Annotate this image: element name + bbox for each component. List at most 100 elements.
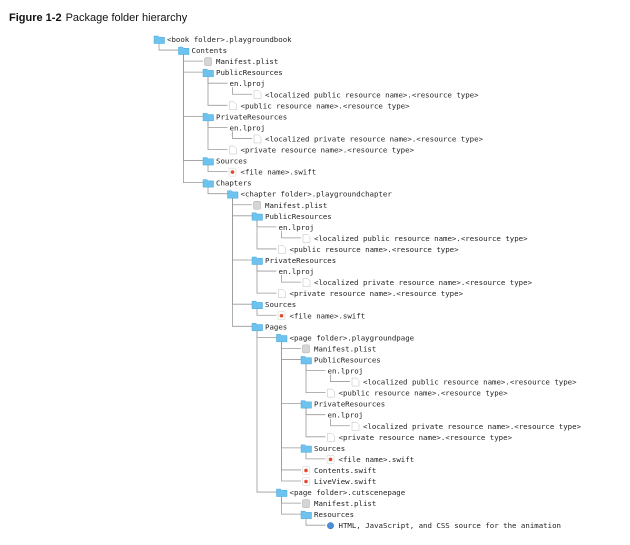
file-icon [302, 278, 311, 287]
connector-line [232, 197, 252, 327]
connector-line [330, 374, 350, 382]
folder-icon [300, 356, 312, 365]
tree-node-label: PublicResources [265, 212, 332, 221]
folder-icon [300, 444, 312, 453]
connector-line [183, 54, 203, 62]
tree-node-label: <public resource name>.<resource type> [241, 101, 411, 110]
folder-icon [202, 157, 214, 166]
connector-line [305, 363, 326, 371]
connector-line [256, 264, 277, 294]
figure-number: Figure 1-2 [9, 12, 62, 24]
folder-icon [178, 46, 190, 55]
figure-title: Package folder hierarchy [65, 12, 188, 24]
connector-line [305, 407, 326, 438]
tree-node-label: <file name>.swift [290, 311, 366, 320]
connector-line [232, 131, 252, 139]
folder-icon [227, 190, 239, 199]
tree-node-label: <localized public resource name>.<resour… [314, 234, 528, 243]
connector-line [158, 43, 179, 51]
tree-node-label: <private resource name>.<resource type> [290, 289, 464, 298]
file-icon [278, 289, 286, 298]
tree-node-label: Contents.swift [314, 466, 376, 475]
connector-line [256, 219, 277, 250]
connector-line [183, 54, 203, 184]
connector-line [281, 341, 301, 449]
connector-line [256, 264, 277, 272]
connector-line [281, 496, 301, 504]
tree-node-label: <public resource name>.<resource type> [290, 245, 460, 254]
file-icon [327, 433, 335, 442]
folder-icon [251, 323, 263, 332]
file-icon [278, 245, 286, 254]
plist-icon [253, 201, 261, 210]
tree-node-label: <public resource name>.<resource type> [339, 389, 509, 398]
folder-icon [202, 113, 214, 122]
tree-node-label: PrivateResources [314, 400, 385, 409]
connector-line [256, 330, 277, 338]
tree-node-label: PublicResources [314, 355, 381, 364]
connector-line [281, 341, 301, 405]
connector-line [207, 186, 228, 195]
plist-icon [302, 344, 310, 354]
folder-icon [300, 510, 312, 519]
folder-icon [251, 256, 263, 265]
tree-node-label: LiveView.swift [314, 477, 376, 486]
tree-node-label: PrivateResources [265, 256, 336, 265]
connector-line [207, 76, 228, 84]
tree-node-label: Manifest.plist [216, 57, 278, 66]
connector-line [207, 164, 228, 172]
connector-line [232, 197, 252, 217]
connector-line [305, 518, 326, 526]
connector-line [281, 275, 301, 283]
connector-line [207, 120, 228, 128]
plist-icon [302, 499, 310, 508]
tree-node-label: en.lproj [328, 411, 364, 420]
tree-node-label: en.lproj [328, 367, 364, 376]
swift-icon-mark [304, 479, 308, 484]
tree-node-label: <localized public resource name>.<resour… [363, 378, 577, 387]
folder-icon [251, 300, 263, 309]
tree-node-label: en.lproj [279, 223, 315, 232]
swift-icon-mark [230, 170, 235, 174]
tree-node-label: Sources [314, 444, 345, 453]
file-icon [351, 377, 360, 387]
connector-line [207, 76, 228, 106]
tree-node-label: <file name>.swift [339, 455, 415, 464]
swift-icon-mark [328, 457, 333, 462]
tree-node-label: Manifest.plist [265, 201, 327, 210]
tree-node-label: Pages [265, 322, 287, 331]
folder-icon [300, 400, 312, 409]
connector-line [232, 197, 252, 261]
file-icon [229, 101, 237, 111]
connector-line [232, 197, 252, 305]
connector-line [305, 451, 326, 460]
folder-icon [153, 35, 165, 44]
connector-line [281, 341, 301, 471]
connector-line [305, 407, 326, 416]
tree-node-label: <localized public resource name>.<resour… [265, 90, 479, 99]
folder-icon [276, 334, 288, 343]
connector-line [183, 54, 203, 161]
file-icon [327, 388, 335, 398]
connector-line [256, 308, 277, 316]
connector-line [183, 54, 203, 73]
tree-node-label: Chapters [216, 179, 252, 188]
tree-node-label: Resources [314, 510, 354, 519]
tree-node-label: <localized private resource name>.<resou… [363, 422, 582, 431]
tree-node-label: en.lproj [230, 79, 266, 88]
file-icon [253, 134, 262, 144]
file-icon [229, 145, 237, 155]
connector-line [232, 87, 252, 95]
tree-node-label: <private resource name>.<resource type> [241, 146, 415, 155]
connector-line [256, 219, 277, 228]
folder-icon [202, 68, 214, 77]
tree-node-label: <private resource name>.<resource type> [339, 433, 513, 442]
tree-node-label: <page folder>.playgroundpage [290, 333, 415, 342]
file-icon [302, 234, 311, 243]
tree-node-label: <page folder>.cutscenepage [290, 488, 406, 497]
connector-line [281, 341, 301, 360]
folder-icon [251, 212, 263, 221]
